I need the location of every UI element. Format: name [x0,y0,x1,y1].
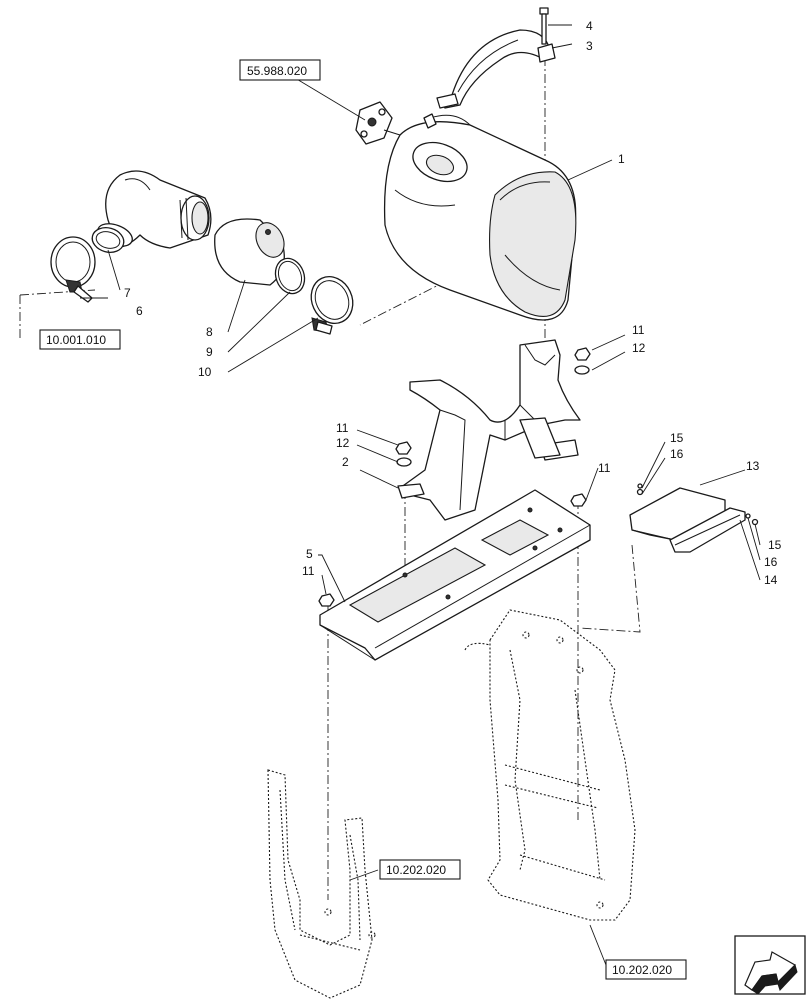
callout-1: 1 [618,152,625,166]
chassis-frame-left [267,769,376,999]
callout-11-plate: 11 [598,461,611,475]
callout-15-side: 15 [768,538,782,552]
callout-16-side: 16 [764,555,778,569]
o-ring-seal [274,257,306,295]
svg-text:10.001.010: 10.001.010 [46,333,106,347]
svg-text:10.202.020: 10.202.020 [612,963,672,977]
callout-11-top: 11 [632,323,645,337]
strap-bolt [539,7,549,45]
callout-11-low: 11 [302,564,315,578]
callout-11-mid: 11 [336,421,349,435]
callout-10: 10 [198,365,212,379]
callout-13: 13 [746,459,760,473]
hose-clamp-left [50,236,96,303]
reference-box-10-202-020-right[interactable]: 10.202.020 [605,959,687,980]
nut-washer-hardware [318,347,591,607]
callout-14: 14 [764,573,778,587]
callout-3: 3 [586,39,593,53]
callout-12-top: 12 [632,341,646,355]
callout-9: 9 [206,345,213,359]
filter-support-bracket [397,339,581,521]
next-page-arrow-icon[interactable] [734,935,806,995]
mounting-strap [436,29,556,109]
rubber-sleeve [214,218,285,286]
callout-4: 4 [586,19,593,33]
hose-clamp-right [310,276,354,335]
reference-box-10-202-020-left[interactable]: 10.202.020 [379,859,461,880]
callout-12-mid: 12 [336,436,350,450]
callout-leaders [59,24,761,971]
callout-numbers: 4 3 1 7 6 8 9 10 11 12 11 12 2 11 5 11 1… [124,19,782,587]
side-bracket-assembly [629,483,759,553]
chassis-frame-right [464,609,636,921]
callout-8: 8 [206,325,213,339]
callout-7: 7 [124,286,131,300]
callout-2: 2 [342,455,349,469]
callout-15-top: 15 [670,431,684,445]
svg-text:10.202.020: 10.202.020 [386,863,446,877]
callout-16-top: 16 [670,447,684,461]
callout-6: 6 [136,304,143,318]
svg-text:55.988.020: 55.988.020 [247,64,307,78]
air-filter-housing [383,113,577,321]
hose-clamp-ring [91,227,125,253]
reference-box-55-988-020[interactable]: 55.988.020 [239,59,321,81]
callout-5: 5 [306,547,313,561]
reference-box-10-001-010[interactable]: 10.001.010 [39,329,121,350]
restriction-indicator [355,101,401,145]
base-plate [319,489,591,661]
